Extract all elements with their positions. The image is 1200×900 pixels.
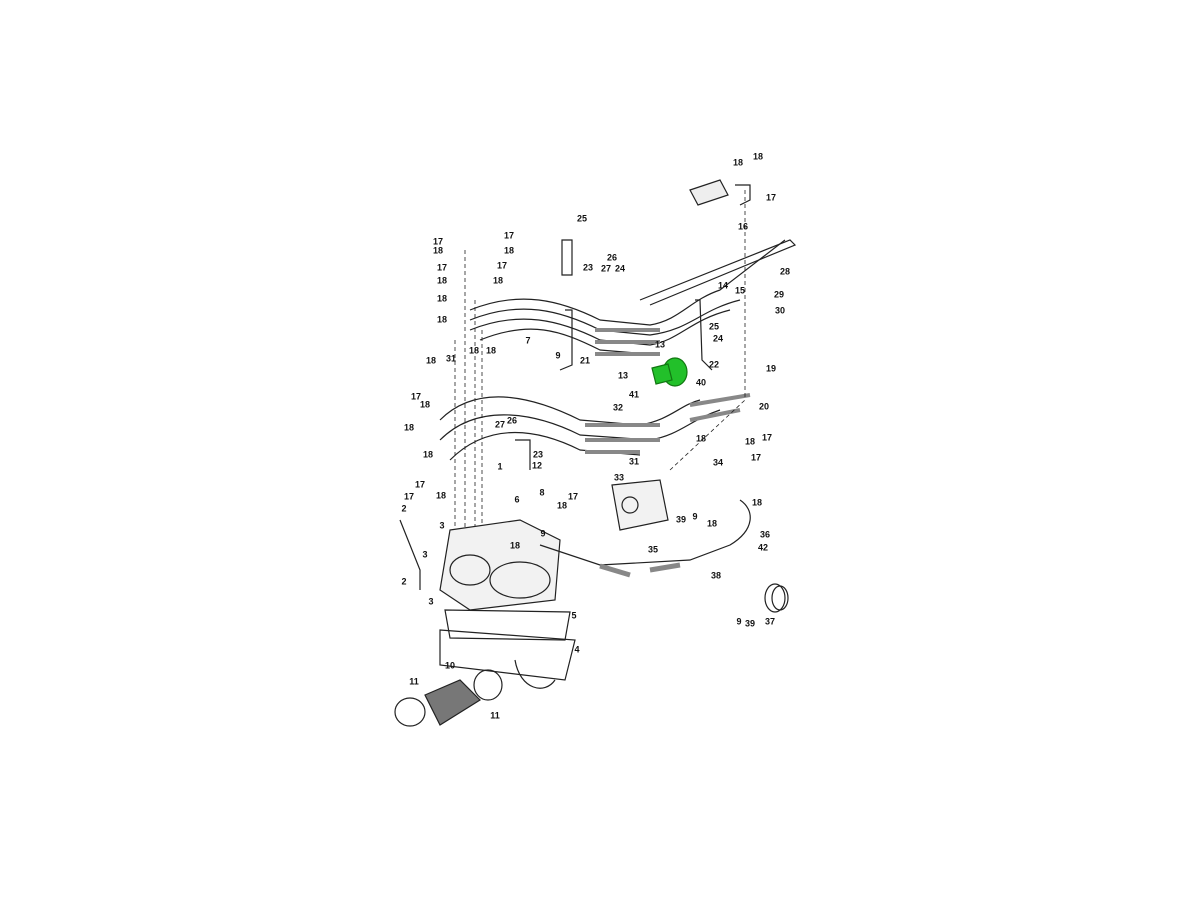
part-callout-label: 11 (490, 710, 500, 721)
part-callout-label: 18 (503, 245, 515, 256)
part-callout-label: 17 (496, 260, 508, 271)
part-callout-label: 28 (779, 266, 791, 277)
part-callout-label: 36 (759, 529, 771, 540)
part-callout-label: 18 (556, 500, 568, 511)
part-callout-label: 18 (403, 422, 415, 433)
part-callout-label: 18 (425, 355, 437, 366)
part-callout-label: 22 (708, 359, 720, 370)
part-callout-label: 4 (574, 644, 580, 655)
part-callout-label: 18 (485, 345, 497, 356)
part-callout-label: 10 (444, 660, 456, 671)
part-callout-label: 17 (432, 236, 444, 247)
part-callout-label: 21 (579, 355, 591, 366)
part-callout-label: 5 (571, 610, 577, 621)
part-callout-label: 14 (717, 280, 729, 291)
part-callout-label: 34 (712, 457, 724, 468)
part-callout-label: 24 (614, 263, 626, 274)
part-callout-label: 24 (712, 333, 724, 344)
part-callout-label: 18 (435, 490, 447, 501)
part-callout-label: 17 (761, 432, 773, 443)
part-callout-label: 31 (628, 456, 640, 467)
part-callout-label: 19 (765, 363, 777, 374)
part-callout-label: 6 (514, 494, 520, 505)
part-callout-label: 25 (576, 213, 588, 224)
part-callout-label: 27 (494, 419, 506, 430)
part-callout-label: 18 (436, 293, 448, 304)
part-callout-label: 18 (695, 433, 707, 444)
part-callout-label: 18 (436, 314, 448, 325)
part-callout-label: 18 (732, 157, 744, 168)
throttle-body (439, 519, 561, 611)
part-callout-label: 17 (750, 452, 762, 463)
part-callout-label: 12 (531, 460, 543, 471)
part-callout-label: 25 (708, 321, 720, 332)
part-callout-label: 40 (695, 377, 707, 388)
part-callout-label: 16 (737, 221, 749, 232)
part-callout-label: 17 (503, 230, 515, 241)
part-callout-label: 18 (744, 436, 756, 447)
dashed-leader-lines (454, 190, 746, 600)
part-callout-label: 17 (403, 491, 415, 502)
pressure-sensor (689, 179, 751, 206)
part-callout-label: 18 (422, 449, 434, 460)
part-callout-label: 18 (432, 245, 444, 256)
part-callout-label: 33 (613, 472, 625, 483)
part-callout-label: 9 (736, 616, 742, 627)
part-callout-label: 2 (401, 503, 407, 514)
part-callout-label: 30 (774, 305, 786, 316)
part-callout-label: 26 (506, 415, 518, 426)
part-callout-label: 13 (617, 370, 629, 381)
part-callout-label: 9 (540, 528, 546, 539)
part-callout-label: 18 (468, 345, 480, 356)
part-callout-label: 20 (758, 401, 770, 412)
part-callout-label: 18 (436, 275, 448, 286)
part-callout-label: 18 (509, 540, 521, 551)
part-callout-label: 18 (706, 518, 718, 529)
part-callout-label: 18 (751, 497, 763, 508)
fuel-accumulator-40-highlighted (651, 357, 688, 387)
part-callout-label: 23 (582, 262, 594, 273)
return-hoses (399, 499, 751, 590)
part-callout-label: 17 (410, 391, 422, 402)
part-callout-label: 3 (439, 520, 445, 531)
fuel-distributor (611, 479, 669, 531)
part-callout-label: 13 (654, 339, 666, 350)
part-callout-label: 17 (567, 491, 579, 502)
part-callout-label: 38 (710, 570, 722, 581)
part-callout-label: 41 (628, 389, 640, 400)
fuel-lines-upper (469, 239, 797, 356)
part-callout-label: 2 (401, 576, 407, 587)
part-callout-label: 17 (436, 262, 448, 273)
intake-boot (394, 669, 503, 727)
clamp-37 (764, 583, 789, 613)
part-callout-label: 26 (606, 252, 618, 263)
part-callout-label: 8 (539, 487, 545, 498)
part-callout-label: 27 (600, 263, 612, 274)
part-callout-label: 42 (757, 542, 769, 553)
part-callout-label: 18 (419, 399, 431, 410)
part-callout-label: 37 (764, 616, 776, 627)
gaskets-and-plenum (439, 609, 576, 689)
part-callout-label: 18 (492, 275, 504, 286)
part-callout-label: 1 (497, 461, 503, 472)
part-callout-label: 32 (612, 402, 624, 413)
part-callout-label: 9 (692, 511, 698, 522)
part-callout-label: 17 (765, 192, 777, 203)
part-callout-label: 39 (744, 618, 756, 629)
part-callout-label: 17 (414, 479, 426, 490)
part-callout-label: 11 (409, 676, 419, 687)
part-callout-label: 35 (647, 544, 659, 555)
part-callout-label: 7 (525, 335, 531, 346)
part-callout-label: 31 (445, 353, 457, 364)
fuel-lines-lower (439, 393, 751, 461)
part-callout-label: 9 (555, 350, 561, 361)
part-callout-label: 15 (734, 285, 746, 296)
part-callout-label: 3 (422, 549, 428, 560)
part-callout-label: 23 (532, 449, 544, 460)
brackets (515, 239, 713, 470)
part-callout-label: 39 (675, 514, 687, 525)
part-callout-label: 18 (752, 151, 764, 162)
part-callout-label: 29 (773, 289, 785, 300)
part-callout-label: 3 (428, 596, 434, 607)
